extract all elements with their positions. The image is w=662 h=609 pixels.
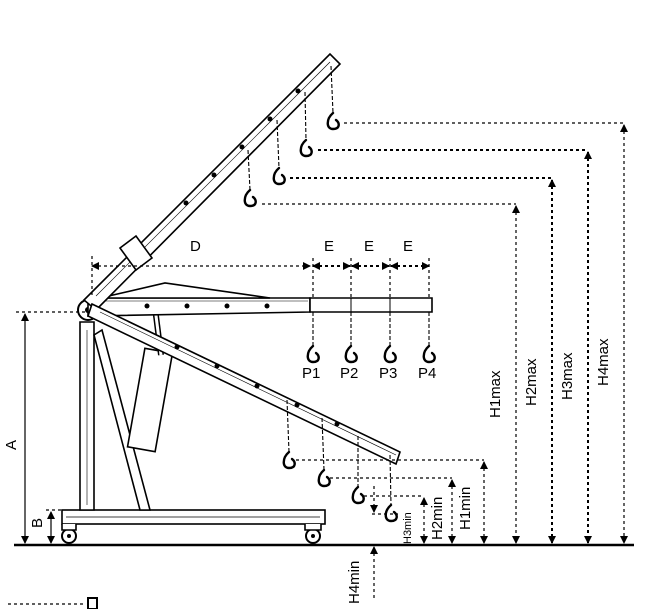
label-a: A <box>3 440 20 450</box>
label-h3max: H3max <box>559 352 576 400</box>
chains-horizontal <box>306 312 436 364</box>
label-p3: P3 <box>379 365 397 382</box>
label-h4min: H4min <box>346 561 363 604</box>
label-e-3: E <box>403 238 413 255</box>
label-p2: P2 <box>340 365 358 382</box>
chains-lowered <box>282 399 398 523</box>
dimension-hmax <box>262 122 628 544</box>
label-h2max: H2max <box>523 358 540 406</box>
label-h4max: H4max <box>595 338 612 386</box>
label-h1max: H1max <box>487 370 504 418</box>
dimension-hmin <box>296 459 488 598</box>
boom-lowered <box>87 302 401 466</box>
chains-raised <box>243 65 340 208</box>
vertical-mast <box>79 321 152 511</box>
dimension-a <box>16 311 86 544</box>
label-p4: P4 <box>418 365 436 382</box>
base-frame <box>61 509 326 544</box>
label-h2min: H2min <box>429 497 446 540</box>
label-e-2: E <box>364 238 374 255</box>
label-e-1: E <box>324 238 334 255</box>
boom-horizontal <box>87 282 433 317</box>
boom-raised <box>82 52 342 312</box>
label-p1: P1 <box>302 365 320 382</box>
hydraulic-ram <box>126 299 174 453</box>
label-h3min: H3min <box>402 512 414 544</box>
dimension-d-e <box>91 256 430 298</box>
dimension-b <box>46 509 62 544</box>
label-b: B <box>29 518 46 528</box>
label-h1min: H1min <box>457 487 474 530</box>
label-d: D <box>190 238 201 255</box>
